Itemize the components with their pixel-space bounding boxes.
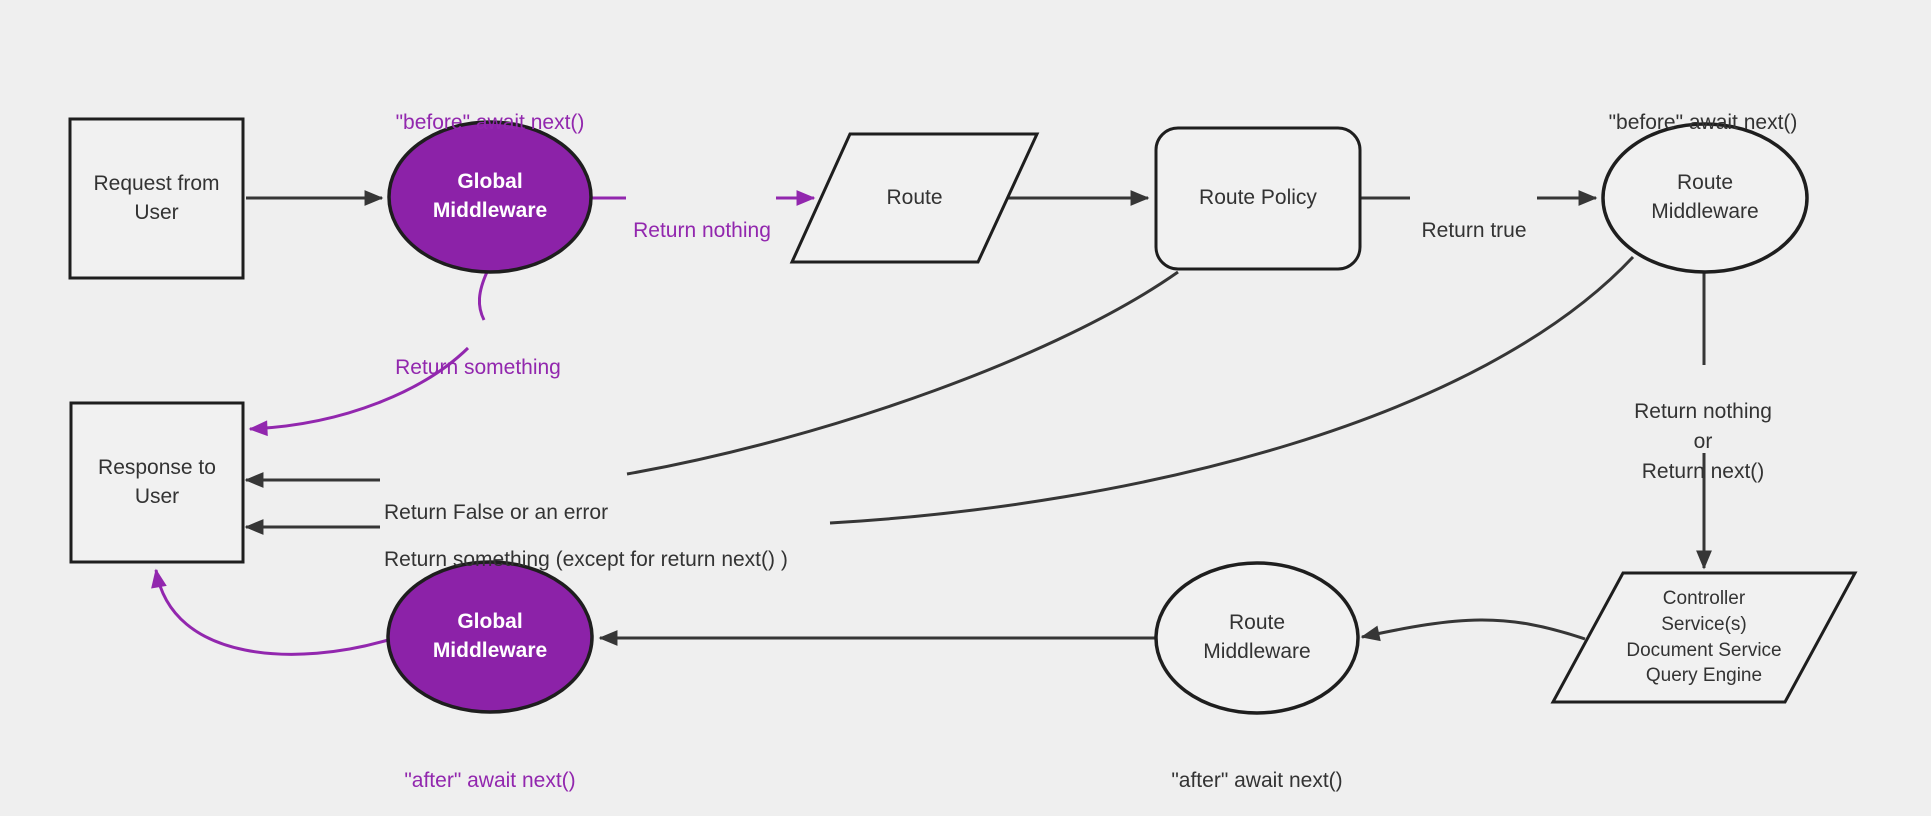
node-route-middleware-after-label: Route Middleware — [1203, 611, 1311, 663]
label-return-nothing: Return nothing — [633, 219, 771, 243]
label-return-something-except: Return something (except for return next… — [384, 548, 788, 572]
edge-return-something-to-response — [248, 346, 470, 437]
node-global-middleware-before-shape — [387, 120, 593, 274]
edge-route-policy-to-return-false — [626, 270, 1179, 476]
edge-route-middleware-to-return-something-except — [829, 255, 1635, 525]
node-route-middleware-after-shape — [1154, 561, 1360, 715]
label-before-await-next-global: "before" await next() — [395, 111, 585, 135]
node-request-shape — [68, 117, 245, 280]
edges-group — [151, 190, 1712, 656]
node-route-policy-shape — [1154, 126, 1362, 271]
label-return-nothing-or-next: Return nothing or Return next() — [1634, 400, 1772, 484]
node-global-middleware-before-label: Global Middleware — [432, 170, 548, 222]
label-return-false-or-error: Return False or an error — [384, 501, 609, 525]
node-controller-services-shape — [1550, 571, 1858, 704]
node-route-middleware-before-label: Route Middleware — [1651, 171, 1759, 223]
node-route-policy-label: Route Policy — [1199, 186, 1317, 210]
label-return-something: Return something — [395, 356, 561, 380]
edge-global-middleware-down — [478, 271, 489, 321]
edge-global-middleware-after-to-response — [151, 568, 389, 656]
nodes-group — [68, 117, 1858, 715]
label-return-true: Return true — [1421, 219, 1527, 243]
node-response-shape — [69, 401, 245, 564]
label-after-await-next-global: "after" await next() — [404, 769, 576, 793]
node-global-middleware-after-label: Global Middleware — [432, 610, 548, 662]
edge-controller-to-route-middleware-after — [1360, 618, 1586, 642]
label-before-await-next-route: "before" await next() — [1608, 111, 1798, 135]
node-route-shape — [789, 132, 1040, 264]
node-request-label: Request from User — [93, 171, 220, 224]
label-after-await-next-route: "after" await next() — [1171, 769, 1343, 793]
node-response-label: Response to User — [98, 455, 216, 508]
node-global-middleware-after-shape — [386, 560, 594, 714]
node-route-label: Route — [886, 185, 943, 209]
node-route-middleware-before-shape — [1601, 122, 1809, 274]
node-controller-services-label: Controller Service(s) Document Service Q… — [1626, 588, 1782, 687]
